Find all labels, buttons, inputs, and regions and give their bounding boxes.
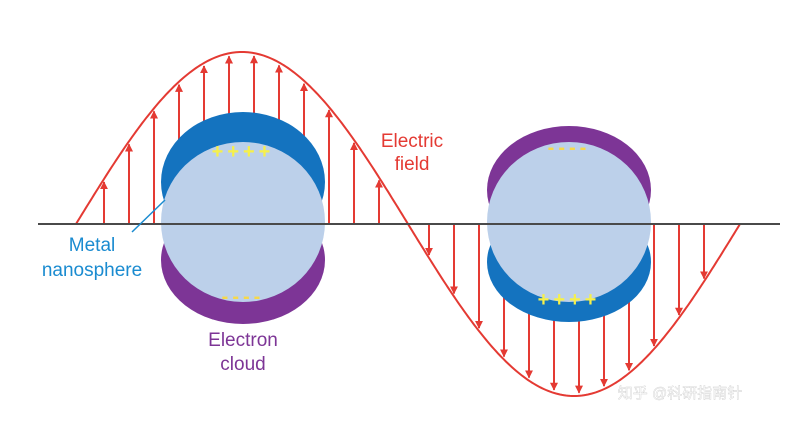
metal-leader-line [131,199,166,233]
electron-label-line1: Electron [208,330,278,351]
left-minus-charges: ---- [222,286,265,308]
electric-field-label-line1: Electric [381,131,443,152]
electron-label-line2: cloud [220,354,265,375]
metal-label-line1: Metal [69,235,115,256]
electric-field-label-line2: field [395,154,430,175]
right-minus-charges: ---- [548,137,591,159]
right-plus-charges: ++++ [538,289,601,311]
left-metal-sphere [161,142,325,302]
right-nanosphere-group [487,126,651,322]
right-metal-sphere [487,142,651,302]
left-nanosphere-group [161,112,325,324]
watermark-text: 知乎 @科研指南针 [618,385,742,402]
metal-label-line2: nanosphere [42,260,142,281]
left-plus-charges: ++++ [212,141,275,163]
